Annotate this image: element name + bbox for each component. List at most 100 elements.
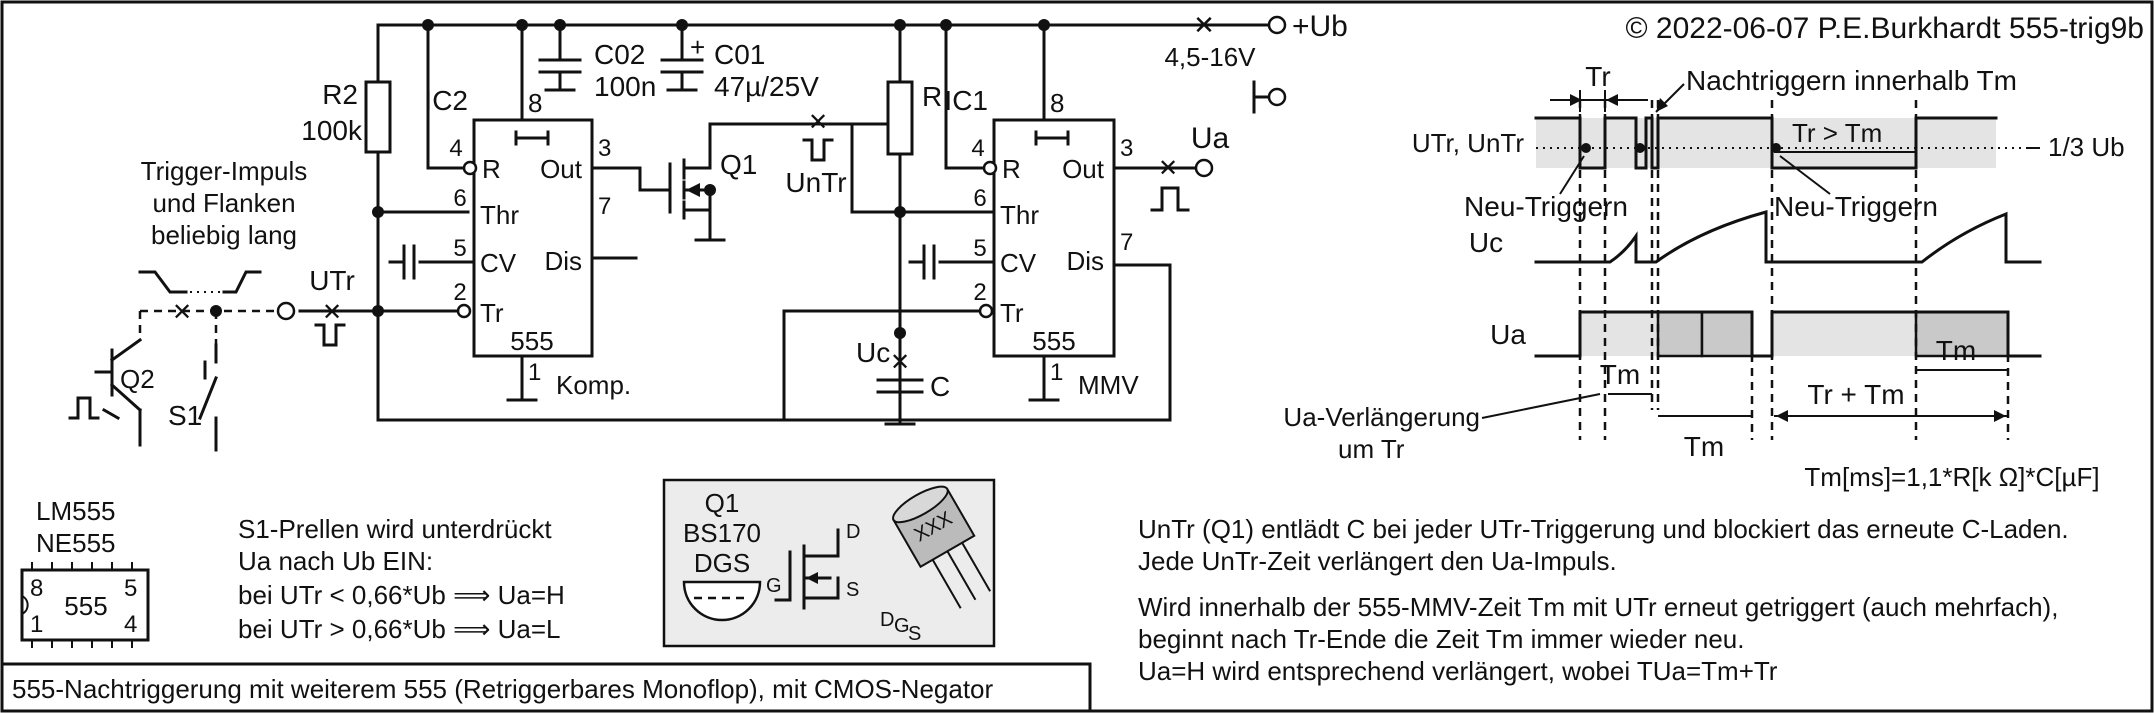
neu-triggern-right: Neu-Triggern	[1774, 191, 1938, 222]
trigger-note-2: und Flanken	[152, 188, 295, 218]
ua-pulse-icon	[1150, 186, 1190, 212]
ic2-type: 555	[510, 326, 553, 356]
ic2-chip: IC2 8 4 R 6 Thr 5 CV 2 Tr Out 3 Dis 7 55…	[388, 23, 638, 402]
copyright-text: © 2022-06-07 P.E.Burkhardt 555-trig9b	[1625, 12, 2144, 45]
uc-label: Uc	[856, 337, 890, 368]
supply-rail: ✕ +Ub 4,5-16V	[376, 10, 1348, 114]
r2-name: R2	[322, 79, 358, 110]
svg-text:✕: ✕	[322, 299, 342, 326]
tr-plus-tm-label: Tr + Tm	[1807, 379, 1904, 410]
ic1-pin6: 6	[973, 185, 986, 212]
desc-line-1: UnTr (Q1) entlädt C bei jeder UTr-Trigge…	[1138, 514, 2069, 544]
q1-box-type: BS170	[683, 518, 761, 548]
q1-box-s: S	[846, 579, 859, 601]
timing-row2-label: Uc	[1469, 227, 1503, 258]
ic2-pin1: 1	[528, 359, 541, 386]
package-p4: 4	[124, 611, 137, 638]
q1-box-pins: DGS	[694, 548, 750, 578]
q1-label: Q1	[720, 149, 757, 180]
trigger-pulse-right	[222, 270, 262, 294]
q1-mosfet: Q1	[668, 122, 757, 242]
q1-leg-g: G	[894, 615, 910, 637]
threshold-label: 1/3 Ub	[2048, 132, 2125, 162]
c02-value: 100n	[594, 71, 656, 102]
ic1-pin7: 7	[1120, 229, 1133, 256]
package-line1: LM555	[36, 496, 116, 526]
retrigger-note: Nachtriggern innerhalb Tm	[1686, 65, 2017, 96]
tm-label-mid: Tm	[1600, 359, 1640, 390]
ic1-name: IC1	[944, 85, 988, 116]
desc-line-3: Wird innerhalb der 555-MMV-Zeit Tm mit U…	[1138, 592, 2058, 622]
ic-package: LM555 NE555 8 5 1 4 555	[20, 496, 150, 648]
timing-row1-label: UTr, UnTr	[1412, 128, 1525, 158]
extension-note-1: Ua-Verlängerung	[1283, 402, 1480, 432]
svg-text:✕: ✕	[1158, 155, 1178, 182]
c-name: C	[930, 371, 950, 402]
ic1-pin4: 4	[971, 135, 984, 162]
r2-value: 100k	[301, 115, 363, 146]
ic2-label-cv: CV	[480, 248, 517, 278]
ic2-out-wire	[590, 166, 672, 192]
ic1-label-thr: Thr	[1000, 200, 1039, 230]
ic2-pin2: 2	[453, 279, 466, 306]
s1-note-4: bei UTr > 0,66*Ub ⟹ Ua=L	[238, 614, 560, 644]
package-p8: 8	[30, 575, 43, 602]
ic2-pin4: 4	[449, 135, 462, 162]
description-text: UnTr (Q1) entlädt C bei jeder UTr-Trigge…	[1138, 514, 2069, 686]
utr-label: UTr	[309, 265, 355, 296]
svg-text:+: +	[690, 32, 705, 62]
ic1-label-out: Out	[1062, 154, 1105, 184]
caption-box	[0, 662, 1092, 713]
s1-note-1: S1-Prellen wird unterdrückt	[238, 514, 552, 544]
package-p5: 5	[124, 575, 137, 602]
ic1-role: MMV	[1078, 370, 1139, 400]
ua-label: Ua	[1191, 122, 1230, 155]
tm-label-low: Tm	[1684, 431, 1724, 462]
ic1-pin3: 3	[1120, 135, 1133, 162]
caption-text: 555-Nachtriggerung mit weiterem 555 (Ret…	[12, 674, 994, 704]
ic1-chip: IC1 8 4 R 6 Thr 5 CV 2 Tr Out 3 Dis 7 55…	[908, 23, 1139, 402]
ic2-label-r: R	[482, 154, 501, 184]
ic2-pin5: 5	[453, 235, 466, 262]
timing-tr-label: Tr	[1585, 61, 1610, 92]
supply-label: +Ub	[1292, 10, 1348, 43]
timing-row3-label: Ua	[1490, 319, 1526, 350]
q1-leg-s: S	[908, 623, 921, 645]
package-center: 555	[64, 591, 107, 621]
ic1-label-dis: Dis	[1066, 246, 1104, 276]
c02-capacitor: C02 100n	[538, 23, 656, 102]
c02-name: C02	[594, 39, 645, 70]
c01-capacitor: + C01 47µ/25V	[660, 23, 819, 102]
desc-line-4: beginnt nach Tr-Ende die Zeit Tm immer w…	[1138, 624, 1744, 654]
supply-range: 4,5-16V	[1164, 42, 1256, 72]
ic1-pin8: 8	[1050, 88, 1064, 118]
ic2-role: Komp.	[556, 370, 631, 400]
c-capacitor: C Uc ✕	[856, 337, 950, 426]
ic1-label-r: R	[1002, 154, 1021, 184]
r-name: R	[922, 81, 942, 112]
s1-note-2: Ua nach Ub EIN:	[238, 546, 433, 576]
desc-line-2: Jede UnTr-Zeit verlängert den Ua-Impuls.	[1138, 546, 1617, 576]
q1-box-g: G	[766, 575, 782, 597]
q2-transistor: Q2	[68, 311, 155, 447]
svg-text:✕: ✕	[172, 299, 192, 326]
uc-waveform	[1534, 210, 2042, 264]
tm-label-right: Tm	[1936, 335, 1976, 366]
s1-switch: S1	[168, 311, 218, 452]
ic2-pin6: 6	[453, 185, 466, 212]
neu-triggern-left: Neu-Triggern	[1464, 191, 1628, 222]
q2-label: Q2	[120, 364, 155, 394]
q1-leg-d: D	[880, 609, 894, 631]
c01-name: C01	[714, 39, 765, 70]
ic1-pin1: 1	[1050, 359, 1063, 386]
ic2-pin8: 8	[528, 88, 542, 118]
package-line2: NE555	[36, 528, 116, 558]
s1-note-3: bei UTr < 0,66*Ub ⟹ Ua=H	[238, 580, 565, 610]
ic1-label-tr: Tr	[1000, 298, 1024, 328]
ic2-label-dis: Dis	[544, 246, 582, 276]
s1-label: S1	[168, 400, 202, 431]
formula: Tm[ms]=1,1*R[k Ω]*C[µF]	[1804, 462, 2099, 492]
svg-text:✕: ✕	[808, 109, 828, 136]
q1-box-name: Q1	[705, 488, 740, 518]
